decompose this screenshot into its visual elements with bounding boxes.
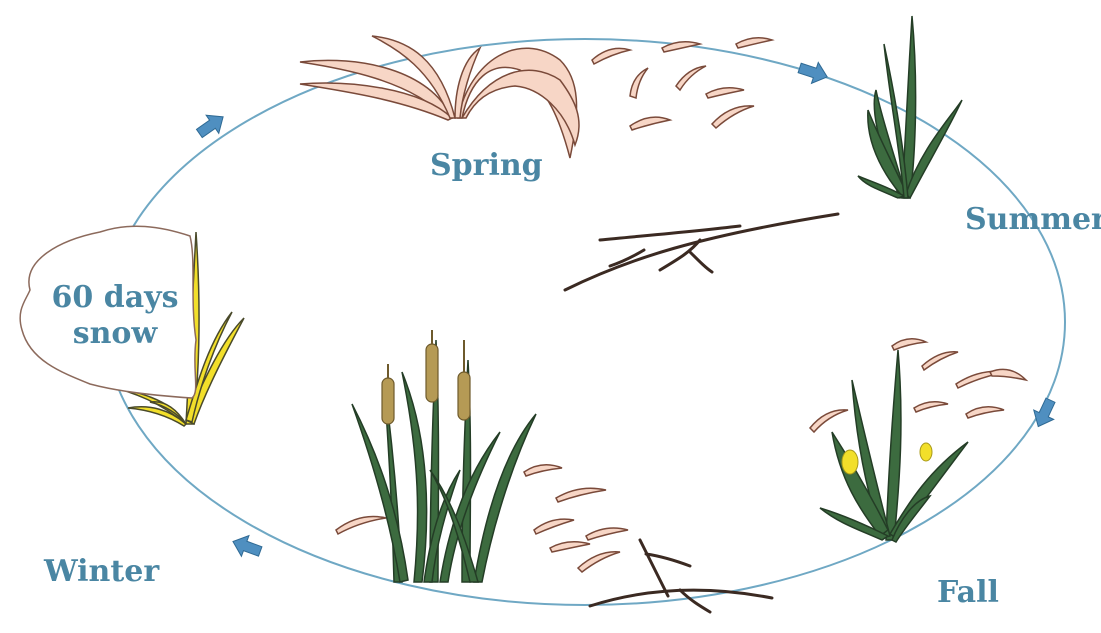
seed-icon <box>706 88 744 98</box>
seed-icon <box>810 410 848 432</box>
seed-icon <box>712 106 754 128</box>
seed-icon <box>736 38 772 48</box>
seed-icon <box>556 488 606 502</box>
yellow-spot <box>920 443 932 461</box>
seed-icon <box>550 542 590 552</box>
cycle-arrow-icon <box>1028 396 1060 432</box>
cycle-arrow-icon <box>193 108 229 143</box>
stick-icon <box>590 540 772 612</box>
seed-icon <box>586 528 628 540</box>
fall-green-plant <box>820 350 968 542</box>
stick-icon <box>565 214 838 290</box>
spring-label: Spring <box>430 148 543 183</box>
seed-icon <box>592 48 630 64</box>
spring-grass-clump <box>300 36 579 158</box>
seed-icon <box>630 117 670 130</box>
seed-icon <box>578 552 620 572</box>
seed-icon <box>676 66 706 90</box>
seed-icon <box>892 339 926 350</box>
seed-icon <box>966 407 1004 418</box>
cycle-arrow-icon <box>796 58 830 88</box>
seed-icon <box>524 465 562 476</box>
cattail-icon <box>352 330 536 582</box>
snow-label: 60 days snow <box>40 280 190 352</box>
cycle-arrow-icon <box>229 531 264 562</box>
winter-label: Winter <box>44 554 159 589</box>
summer-label: Summer <box>965 202 1101 237</box>
seed-icon <box>990 369 1026 380</box>
seed-icon <box>630 68 648 98</box>
seed-group-spring <box>592 38 772 130</box>
yellow-spot <box>842 450 858 474</box>
cycle-ring <box>105 39 1065 605</box>
fall-label: Fall <box>937 575 999 610</box>
seed-group-fall <box>810 339 1026 432</box>
summer-green-plant <box>858 16 962 198</box>
seed-icon <box>914 402 948 412</box>
seed-icon <box>922 352 958 370</box>
seed-icon <box>534 519 574 534</box>
seed-icon <box>336 517 386 535</box>
